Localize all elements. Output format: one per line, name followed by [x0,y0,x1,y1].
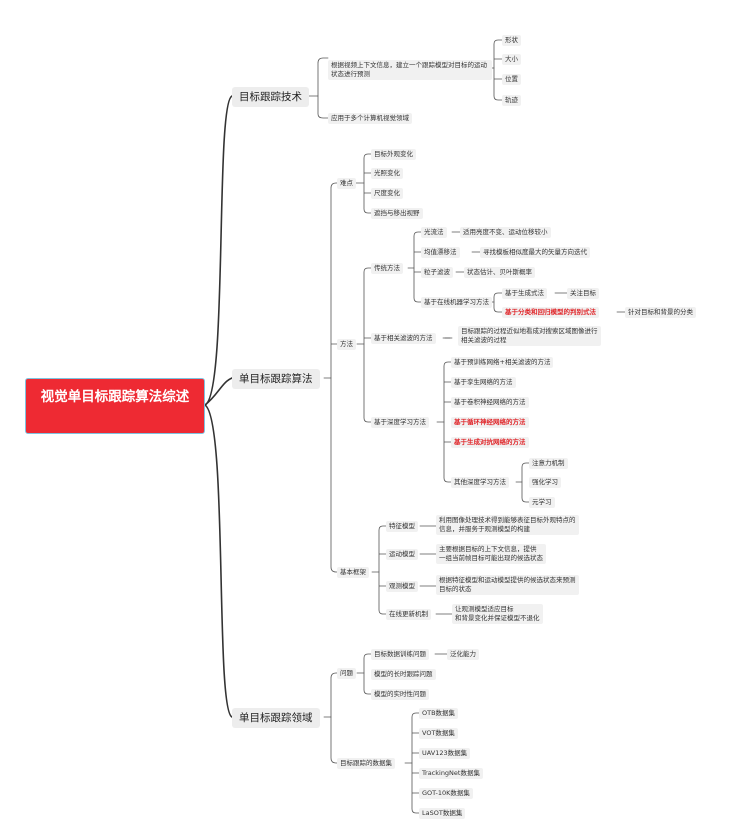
dataset-vot: VOT数据集 [419,728,458,739]
feature-model-desc: 利用图像处理技术得到能够表征目标外观特点的 信息，并服务于观测模型的构建 [436,515,579,535]
attr-trajectory: 轨迹 [502,95,521,106]
dl-attention: 注意力机制 [529,458,568,469]
dataset-lasot: LaSOT数据集 [419,808,466,819]
online-update-desc: 让观测模型适应目标 和背景变化并保证模型不退化 [452,604,543,624]
observation-model-desc-line2: 目标的状态 [439,584,472,593]
difficulty-illumination: 光照变化 [371,168,403,179]
dataset-uav123: UAV123数据集 [419,748,471,759]
branch-sot-algorithms[interactable]: 单目标跟踪算法 [232,369,320,390]
feature-model: 特征模型 [386,521,418,532]
framework-node[interactable]: 基本框架 [337,567,369,578]
dl-siamese: 基于孪生网络的方法 [451,377,516,388]
particle-filter: 粒子滤波 [421,267,453,278]
dataset-got10k: GOT-10K数据集 [419,788,473,799]
observation-model-desc: 根据特征模型和运动模型提供的候选状态来预测 目标的状态 [436,575,579,595]
discriminative-method-desc: 针对目标和背景的分类 [625,307,696,318]
dl-cnn: 基于卷积神经网络的方法 [451,397,529,408]
feature-model-desc-line2: 信息，并服务于观测模型的构建 [439,524,530,533]
online-update-desc-line1: 让观测模型适应目标 [455,605,514,613]
dl-pretrained-cf: 基于预训练网络+相关滤波的方法 [451,357,554,368]
difficulty-occlusion: 遮挡与移出视野 [371,208,423,219]
problems-node[interactable]: 问题 [337,668,356,679]
dl-meta-learning: 元学习 [529,497,555,508]
difficulty-node[interactable]: 难点 [337,178,356,189]
problem-realtime: 模型的实时性问题 [371,689,429,700]
correlation-filter-desc-line2: 相关滤波的过程 [461,335,507,344]
correlation-filter-desc: 目标跟踪的过程近似地看成对搜索区域图像进行 相关滤波的过程 [458,326,601,346]
methods-node[interactable]: 方法 [337,339,356,350]
tracking-tech-desc: 根据视频上下文信息，建立一个跟踪模型对目标的运动状态进行预测 [328,60,492,80]
dataset-trackingnet: TrackingNet数据集 [419,768,483,779]
difficulty-appearance: 目标外观变化 [371,149,416,160]
observation-model: 观测模型 [386,581,418,592]
mean-shift: 均值漂移法 [421,247,460,258]
feature-model-desc-line1: 利用图像处理技术得到能够表征目标外观特点的 [439,516,576,524]
online-ml-node[interactable]: 基于在线机器学习方法 [421,297,492,308]
correlation-filter-desc-line1: 目标跟踪的过程近似地看成对搜索区域图像进行 [461,327,598,335]
generative-method: 基于生成式法 [502,288,547,299]
optical-flow-desc: 适用亮度不变、运动位移较小 [460,227,551,238]
correlation-filter-node[interactable]: 基于相关滤波的方法 [371,333,436,344]
observation-model-desc-line1: 根据特征模型和运动模型提供的候选状态来预测 [439,576,576,584]
tracking-tech-apply: 应用于多个计算机视觉领域 [328,113,412,124]
dataset-otb: OTB数据集 [419,708,459,719]
particle-filter-desc: 状态估计、贝叶斯概率 [464,267,535,278]
attr-shape: 形状 [502,35,521,46]
motion-model-desc-line1: 主要根据目标的上下文信息，提供 [439,545,537,553]
motion-model: 运动模型 [386,549,418,560]
branch-tracking-tech[interactable]: 目标跟踪技术 [232,87,309,108]
problem-generalization: 泛化能力 [447,649,479,660]
root-node[interactable]: 视觉单目标跟踪算法综述 [25,378,205,434]
difficulty-scale: 尺度变化 [371,188,403,199]
problem-data-training: 目标数据训练问题 [371,649,429,660]
datasets-node[interactable]: 目标跟踪的数据集 [337,758,395,769]
dl-rnn: 基于循环神经网络的方法 [451,417,529,428]
dl-reinforcement: 强化学习 [529,477,561,488]
attr-size: 大小 [502,54,521,65]
motion-model-desc-line2: 一组当前帧目标可能出现的候选状态 [439,553,543,562]
dl-other-node[interactable]: 其他深度学习方法 [451,477,509,488]
online-update: 在线更新机制 [386,609,431,620]
generative-method-desc: 关注目标 [567,288,599,299]
online-update-desc-line2: 和背景变化并保证模型不退化 [455,613,540,622]
dl-gan: 基于生成对抗网络的方法 [451,437,529,448]
problem-long-term: 模型的长时跟踪问题 [371,669,436,680]
motion-model-desc: 主要根据目标的上下文信息，提供 一组当前帧目标可能出现的候选状态 [436,544,546,564]
mean-shift-desc: 寻找模板相似度最大的矢量方向迭代 [480,247,590,258]
branch-sot-field[interactable]: 单目标跟踪领域 [232,708,320,729]
discriminative-method: 基于分类和回归模型的判别式法 [502,307,599,318]
attr-position: 位置 [502,74,521,85]
deep-learning-node[interactable]: 基于深度学习方法 [371,417,429,428]
optical-flow: 光流法 [421,227,447,238]
traditional-methods-node[interactable]: 传统方法 [371,263,403,274]
